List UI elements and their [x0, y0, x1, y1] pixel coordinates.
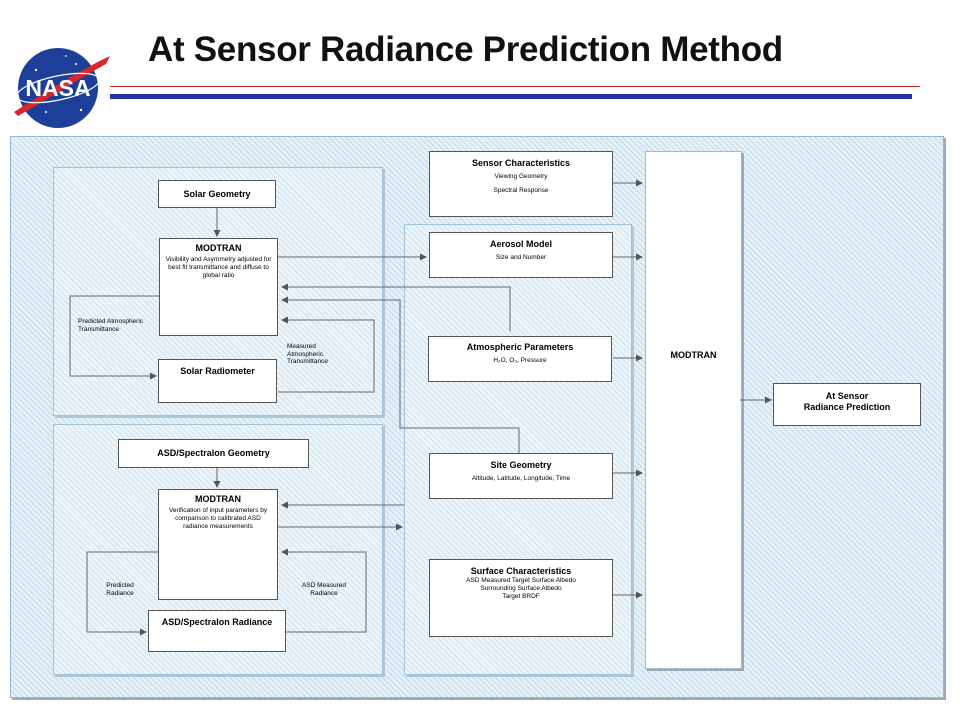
prediction-box: At Sensor Radiance Prediction [773, 383, 921, 426]
sensor-characteristics-box: Sensor Characteristics Viewing Geometry … [429, 151, 613, 217]
asd-measured-radiance-label: ASD Measured Radiance [301, 582, 347, 597]
atmos-line1: H₂O, O₃, Pressure [493, 357, 547, 364]
page-title: At Sensor Radiance Prediction Method [148, 30, 783, 69]
surface-title: Surface Characteristics [470, 566, 572, 576]
asd-modtran-box: MODTRAN Verification of input parameters… [158, 489, 278, 600]
arrow-predicted-radiance [86, 551, 159, 636]
asd-radiance-box: ASD/Spectralon Radiance [148, 610, 286, 652]
asd-radiance-label: ASD/Spectralon Radiance [161, 617, 273, 627]
arrow-asd-measured-radiance [281, 548, 367, 633]
sensor-title: Sensor Characteristics [471, 158, 571, 168]
arrow-atmos-to-solar-modtran [281, 283, 511, 331]
aerosol-line1: Size and Number [495, 254, 547, 261]
solar-modtran-desc: Visibility and Asymmetry adjusted for be… [165, 256, 272, 279]
aerosol-title: Aerosol Model [489, 239, 552, 249]
prediction-line1: At Sensor [825, 391, 869, 401]
arrow-measured-transmittance [278, 316, 375, 393]
site-line1: Altitude, Latitude, Longitude, Time [471, 475, 571, 482]
site-title: Site Geometry [490, 460, 552, 470]
nasa-logo: NASA [14, 48, 110, 128]
surface-line2: Surrounding Surface Albedo [480, 585, 562, 592]
modtran-main-label: MODTRAN [670, 350, 717, 360]
sensor-line1: Viewing Geometry [494, 173, 548, 180]
solar-modtran-box: MODTRAN Visibility and Asymmetry adjuste… [159, 238, 278, 336]
svg-text:NASA: NASA [25, 75, 90, 101]
asd-modtran-title: MODTRAN [195, 494, 241, 504]
solar-geometry-label: Solar Geometry [183, 189, 251, 199]
atmospheric-parameters-box: Atmospheric Parameters H₂O, O₃, Pressure [428, 336, 612, 382]
arrow-site-to-solar-modtran [281, 296, 520, 453]
measured-transmittance-label: Measured Atmospheric Transmittance [287, 343, 328, 365]
atmos-title: Atmospheric Parameters [466, 342, 574, 352]
title-rule-thin [110, 86, 920, 87]
prediction-line2: Radiance Prediction [803, 402, 891, 412]
predicted-radiance-label: Predicted Radiance [106, 582, 134, 597]
sensor-line2: Spectral Response [493, 187, 549, 194]
surface-line3: Target BRDF [502, 593, 540, 600]
solar-radiometer-box: Solar Radiometer [158, 359, 277, 403]
aerosol-model-box: Aerosol Model Size and Number [429, 232, 613, 278]
surface-characteristics-box: Surface Characteristics ASD Measured Tar… [429, 559, 613, 637]
predicted-transmittance-label: Predicted Atmospheric Transmittance [78, 318, 144, 333]
solar-radiometer-label: Solar Radiometer [180, 366, 255, 376]
asd-modtran-desc: Verification of input parameters by comp… [168, 507, 268, 530]
title-rule-thick [110, 94, 912, 99]
asd-geometry-label: ASD/Spectralon Geometry [157, 448, 270, 458]
site-geometry-box: Site Geometry Altitude, Latitude, Longit… [429, 453, 613, 499]
modtran-main-column: MODTRAN [645, 151, 742, 669]
solar-geometry-box: Solar Geometry [158, 180, 276, 208]
solar-modtran-title: MODTRAN [195, 243, 242, 253]
surface-line1: ASD Measured Target Surface Albedo [466, 577, 576, 584]
asd-geometry-box: ASD/Spectralon Geometry [118, 439, 309, 468]
arrow-predicted-transmittance [69, 295, 159, 380]
